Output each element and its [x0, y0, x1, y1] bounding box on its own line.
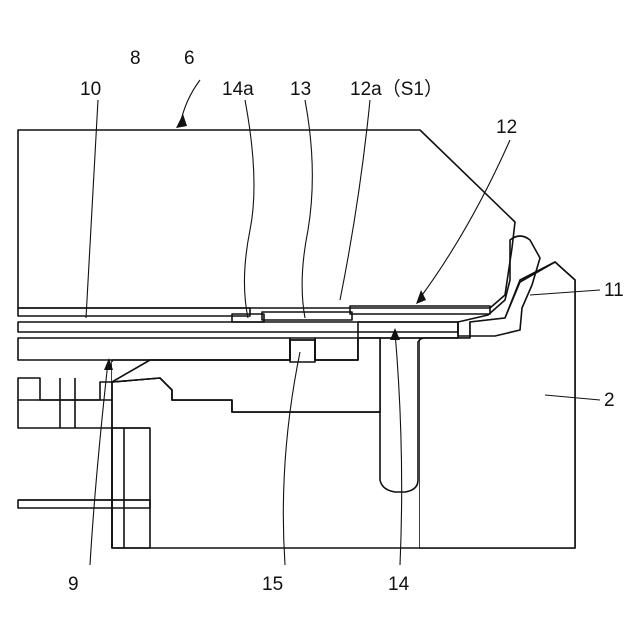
plate-10 — [18, 308, 458, 332]
label-15: 15 — [262, 574, 283, 595]
label-8: 8 — [130, 48, 141, 69]
slot-14-top — [358, 322, 458, 338]
hole-15 — [290, 338, 315, 362]
label-11: 11 — [604, 280, 624, 301]
label-12a-s1: 12a（S1） — [350, 78, 443, 100]
head-block-8 — [18, 130, 515, 308]
layer-13 — [262, 312, 352, 320]
label-13: 13 — [290, 79, 311, 100]
base-body-2 — [112, 262, 575, 548]
label-14: 14 — [388, 574, 410, 595]
left-lower-block — [18, 378, 150, 548]
label-9: 9 — [68, 574, 79, 595]
label-6: 6 — [184, 48, 195, 69]
label-10: 10 — [80, 79, 101, 100]
label-14a: 14a — [222, 79, 254, 100]
label-12: 12 — [496, 117, 517, 138]
plate-9-right — [315, 338, 358, 360]
label-2: 2 — [604, 390, 615, 411]
plate-9 — [18, 338, 290, 360]
